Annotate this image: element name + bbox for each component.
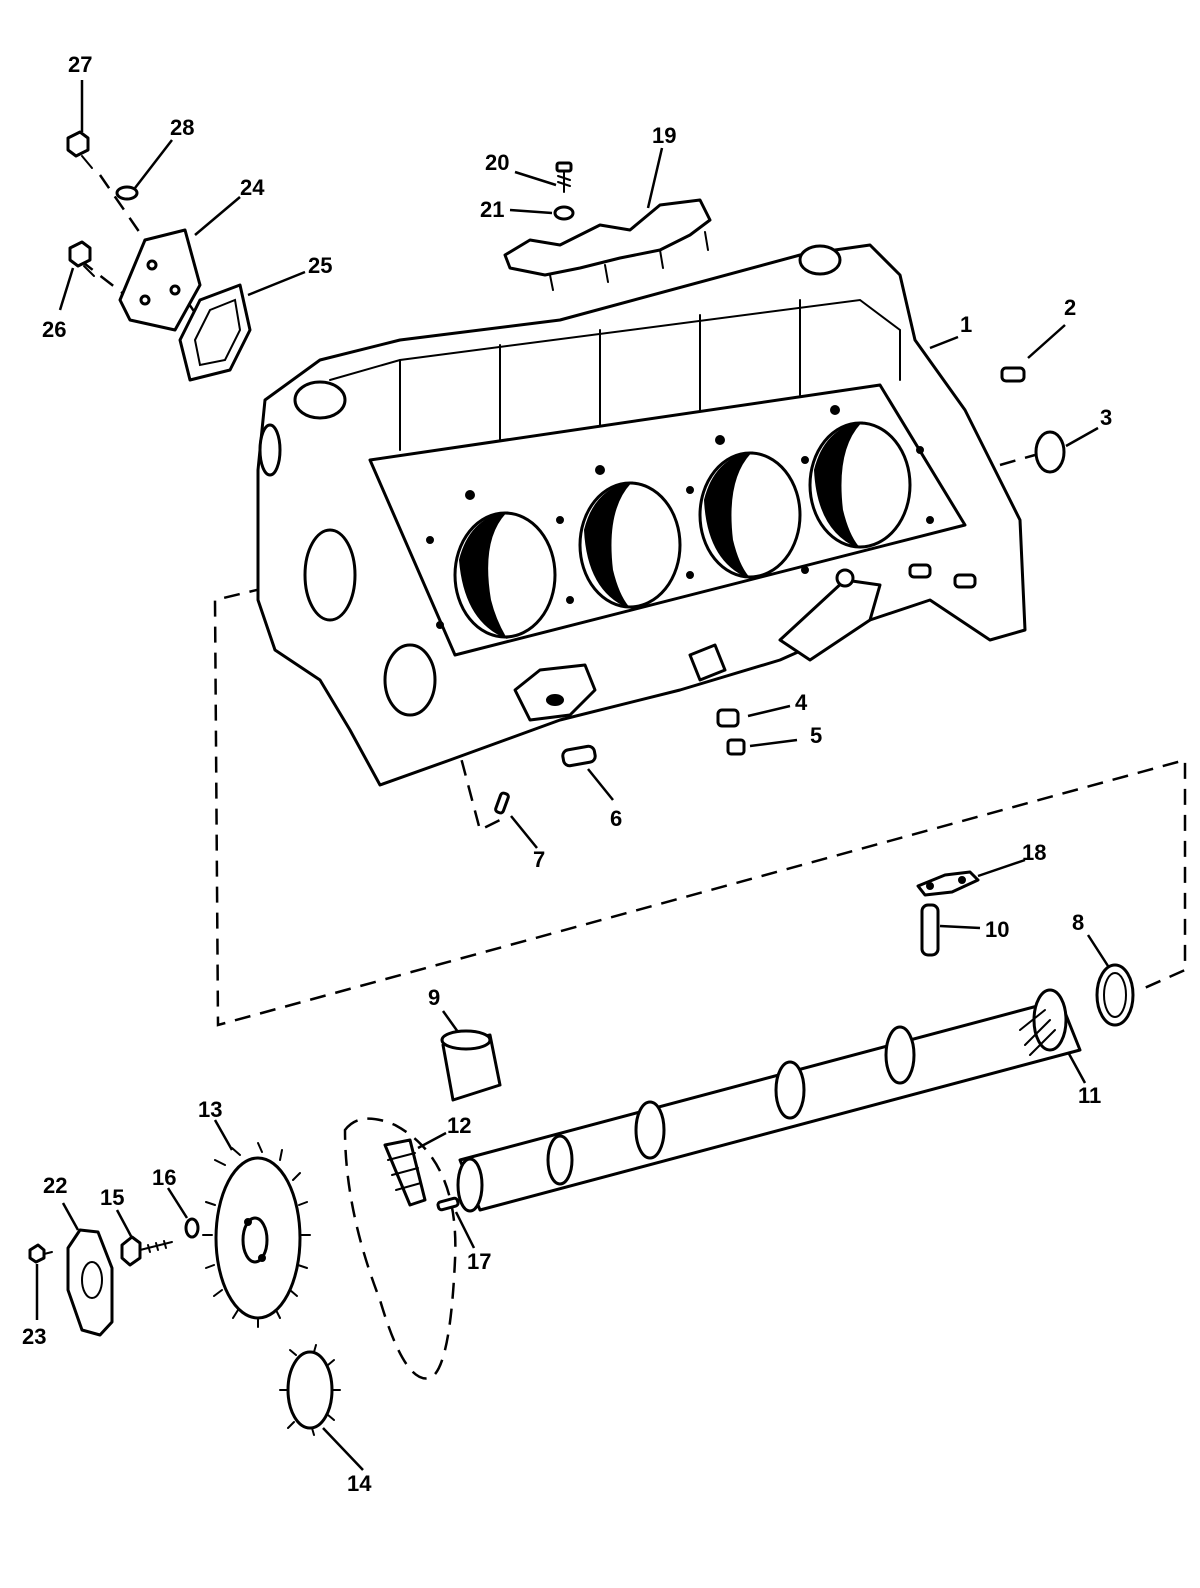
lifter-guide-retainer [503,198,712,291]
engine-block [256,243,1027,787]
block-plug [1000,366,1026,383]
callout-8: 8 [1072,910,1084,935]
fuel-pump-plate-bolt-upper [66,130,93,169]
fuel-pump-plate-bolt-lower [68,240,95,277]
fuel-pump-plate [118,228,202,332]
callout-6: 6 [610,806,622,831]
oil-gallery-plug [726,738,746,756]
fuel-pump-gasket [178,283,252,382]
camshaft [456,988,1082,1213]
callout-22: 22 [43,1173,67,1198]
assembly-boundary-dashed-line [213,586,1187,1027]
callout-5: 5 [810,723,822,748]
fuel-pump-plate-washer [115,185,139,201]
callout-19: 19 [652,123,676,148]
callout-18: 18 [1022,840,1046,865]
thrust-plate-screw [28,1243,53,1264]
callout-3: 3 [1100,405,1112,430]
camshaft-bearing-front [440,1029,502,1102]
hydraulic-lifter [920,903,940,957]
camshaft-washer [184,1217,200,1239]
dowel-axis-dashed-line [453,734,501,832]
callout-28: 28 [170,115,194,140]
callout-23: 23 [22,1324,46,1349]
lifter-guide-washer [553,205,575,221]
callout-11: 11 [1078,1083,1101,1108]
callout-17: 17 [467,1249,491,1274]
callout-12: 12 [447,1113,471,1138]
lifter-link [916,870,980,897]
camshaft-thrust-plate [66,1228,114,1337]
block-sleeve [561,744,597,768]
callout-27: 27 [68,52,92,77]
dowel-pin [494,791,510,815]
callout-7: 7 [533,847,545,872]
callout-10: 10 [985,917,1009,942]
callout-16: 16 [152,1165,176,1190]
lifter-guide-screw [555,161,573,193]
callout-24: 24 [240,175,265,200]
callout-15: 15 [100,1185,124,1210]
callout-9: 9 [428,985,440,1010]
camshaft-sprocket [383,1138,427,1207]
callout-26: 26 [42,317,66,342]
callout-14: 14 [347,1471,372,1496]
callout-labels: 1 2 3 4 5 6 7 8 9 10 11 12 13 14 15 16 1… [22,52,1112,1496]
camshaft-bolt [120,1235,173,1267]
cylinder-head-axis-dashed-line [999,453,1036,467]
callout-20: 20 [485,150,509,175]
expansion-plug [1034,430,1066,474]
callout-2: 2 [1064,295,1076,320]
crankshaft-sprocket [279,1344,341,1436]
camshaft-gear [202,1142,311,1328]
camshaft-dowel [436,1196,460,1212]
callout-leader-lines [35,80,1110,1471]
timing-chain [343,1117,457,1380]
callout-21: 21 [480,197,504,222]
camshaft-bearing-rear [1095,963,1135,1027]
callout-1: 1 [960,312,972,337]
callout-4: 4 [795,690,808,715]
callout-13: 13 [198,1097,222,1122]
drain-plug [716,708,740,728]
callout-25: 25 [308,253,332,278]
